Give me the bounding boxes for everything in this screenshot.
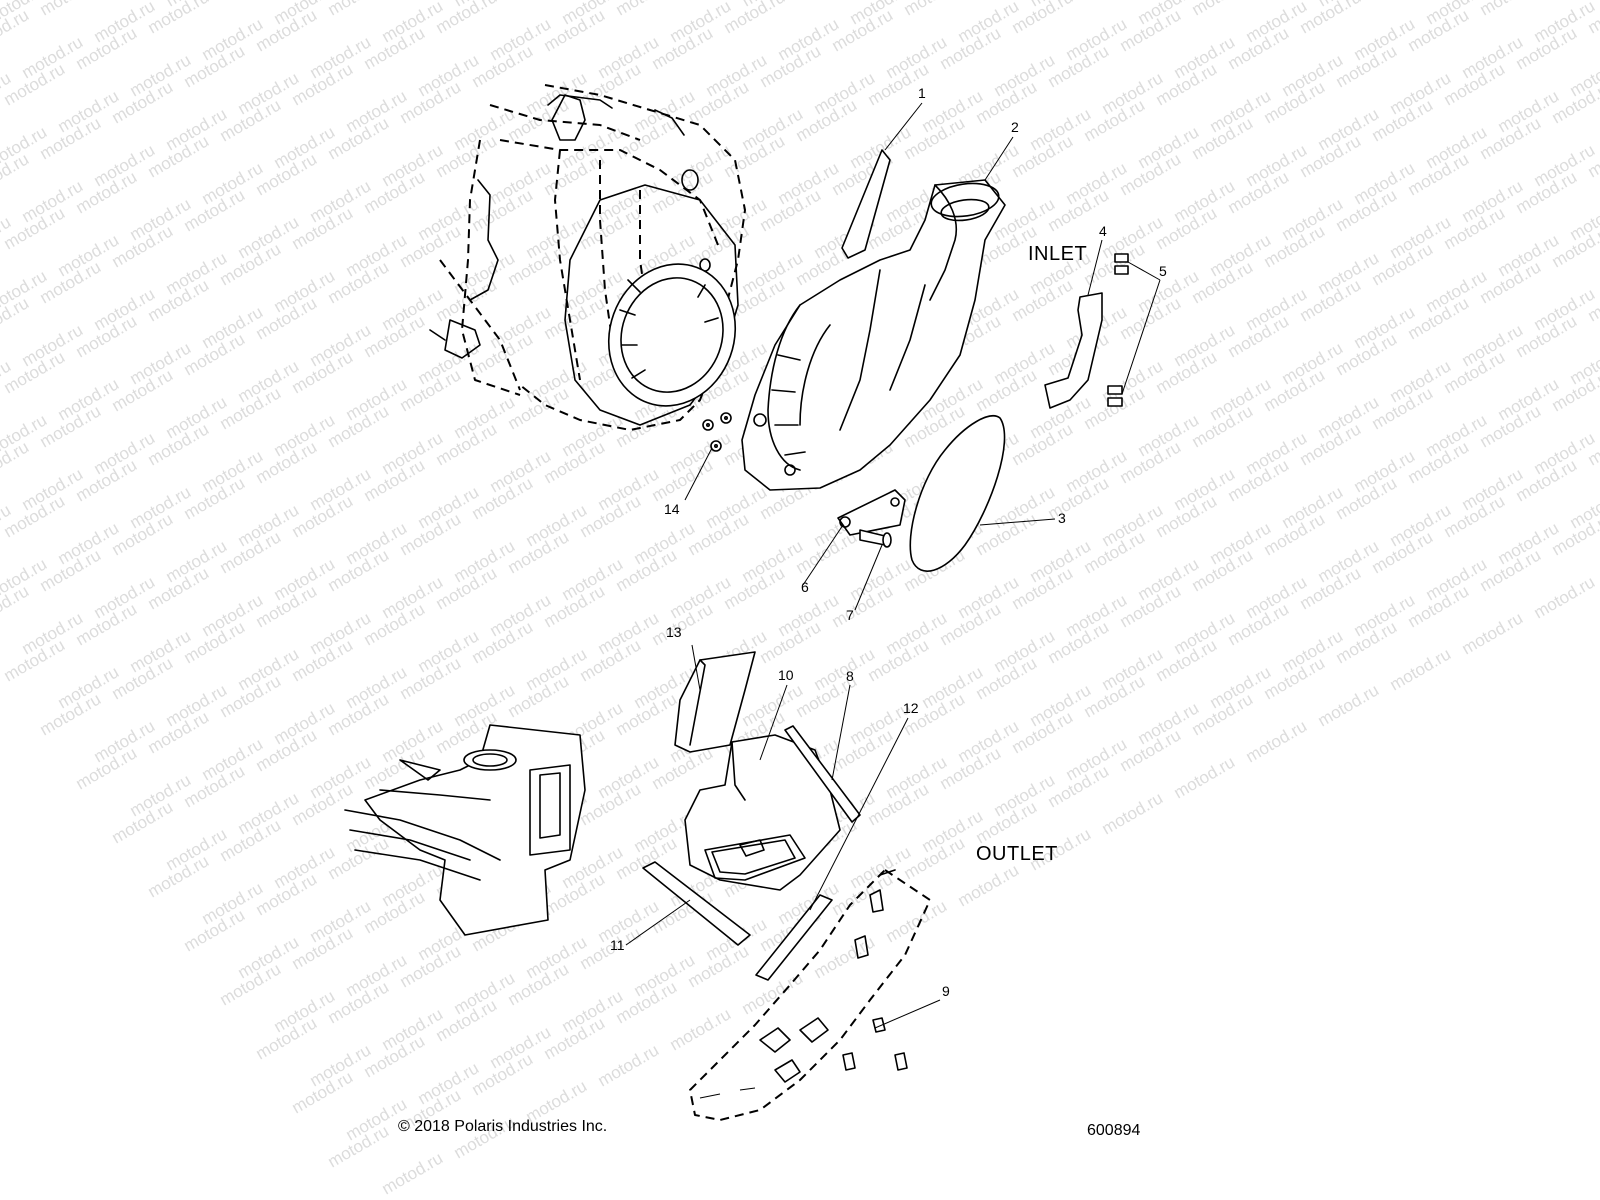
watermark-text: motod.ru	[1009, 0, 1077, 37]
watermark-text: motod.ru	[721, 0, 789, 37]
callout-14: 14	[664, 501, 680, 517]
watermark-text: motod.ru	[1081, 0, 1149, 1]
outlet-box-10	[684, 734, 841, 891]
watermark-text: motod.ru	[1369, 0, 1437, 1]
watermark-text: motod.ru	[379, 1148, 447, 1198]
bracket-6	[837, 489, 906, 536]
outlet-body-panel	[344, 724, 586, 936]
callout-11: 11	[610, 937, 625, 953]
watermark-text: motod.ru	[37, 0, 105, 19]
watermark-text: motod.ru	[901, 0, 969, 19]
watermark-text: motod.ru	[793, 0, 861, 1]
bolt-7	[859, 529, 892, 548]
callout-12: 12	[903, 700, 919, 716]
watermark-text: motod.ru	[595, 1040, 663, 1090]
bracket-4	[1044, 292, 1103, 409]
watermark-text: motod.ru	[811, 932, 879, 982]
skid-plate-9	[689, 869, 931, 1121]
figure-number: 600894	[1087, 1122, 1141, 1139]
copyright-notice: © 2018 Polaris Industries Inc.	[398, 1118, 608, 1135]
callout-10: 10	[778, 667, 794, 683]
watermark-text: motod.ru	[667, 1004, 735, 1054]
callout-8: 8	[846, 668, 854, 684]
watermark-text: motod.ru	[1171, 752, 1239, 802]
watermark-text: motod.ru	[1477, 0, 1545, 19]
watermark-text: motod.ru	[883, 896, 951, 946]
callout-2: 2	[1011, 119, 1019, 135]
oval-cover-3	[909, 415, 1006, 572]
callout-13: 13	[666, 624, 682, 640]
inlet-label: INLET	[1028, 243, 1087, 265]
inlet-duct	[741, 179, 1006, 491]
watermark-text: motod.ru	[1315, 680, 1383, 730]
watermark-text: motod.ru	[1099, 788, 1167, 838]
callout-1: 1	[918, 85, 926, 101]
watermark-text: motod.ru	[1297, 0, 1365, 37]
watermark-text: motod.ru	[1387, 644, 1455, 694]
watermark-text: motod.ru	[1459, 608, 1527, 658]
callout-6: 6	[801, 579, 809, 595]
watermark-text: motod.ru	[1189, 0, 1257, 19]
watermark-text: motod.ru	[145, 0, 213, 37]
callout-5: 5	[1159, 263, 1167, 279]
gasket-11	[642, 861, 751, 946]
callout-9: 9	[942, 983, 950, 999]
panel-13	[674, 651, 756, 753]
watermark-text: motod.ru	[739, 968, 807, 1018]
watermark-text: motod.ru	[955, 860, 1023, 910]
fasteners-14	[702, 412, 732, 452]
watermark-text: motod.ru	[1531, 572, 1599, 622]
watermark-text: motod.ru	[505, 0, 573, 1]
callout-7: 7	[846, 607, 854, 623]
watermark-text: motod.ru	[217, 0, 285, 1]
watermark-text: motod.ru	[433, 0, 501, 37]
callout-4: 4	[1099, 223, 1107, 239]
engine-cover	[564, 184, 739, 426]
watermark-text: motod.ru	[613, 0, 681, 19]
callout-leaders	[625, 102, 1161, 1029]
gasket-8	[784, 725, 861, 823]
foam-block-12	[755, 894, 833, 981]
outlet-label: OUTLET	[976, 843, 1058, 865]
screws-5	[1107, 253, 1129, 407]
watermark-text: motod.ru	[1243, 716, 1311, 766]
callout-numbers: 1 2 3 4 5 6 7 8 9 10 11 12 13 14	[610, 85, 1167, 999]
watermark-text: motod.ru	[325, 0, 393, 19]
seal-strip-1	[841, 149, 891, 259]
callout-3: 3	[1058, 510, 1066, 526]
